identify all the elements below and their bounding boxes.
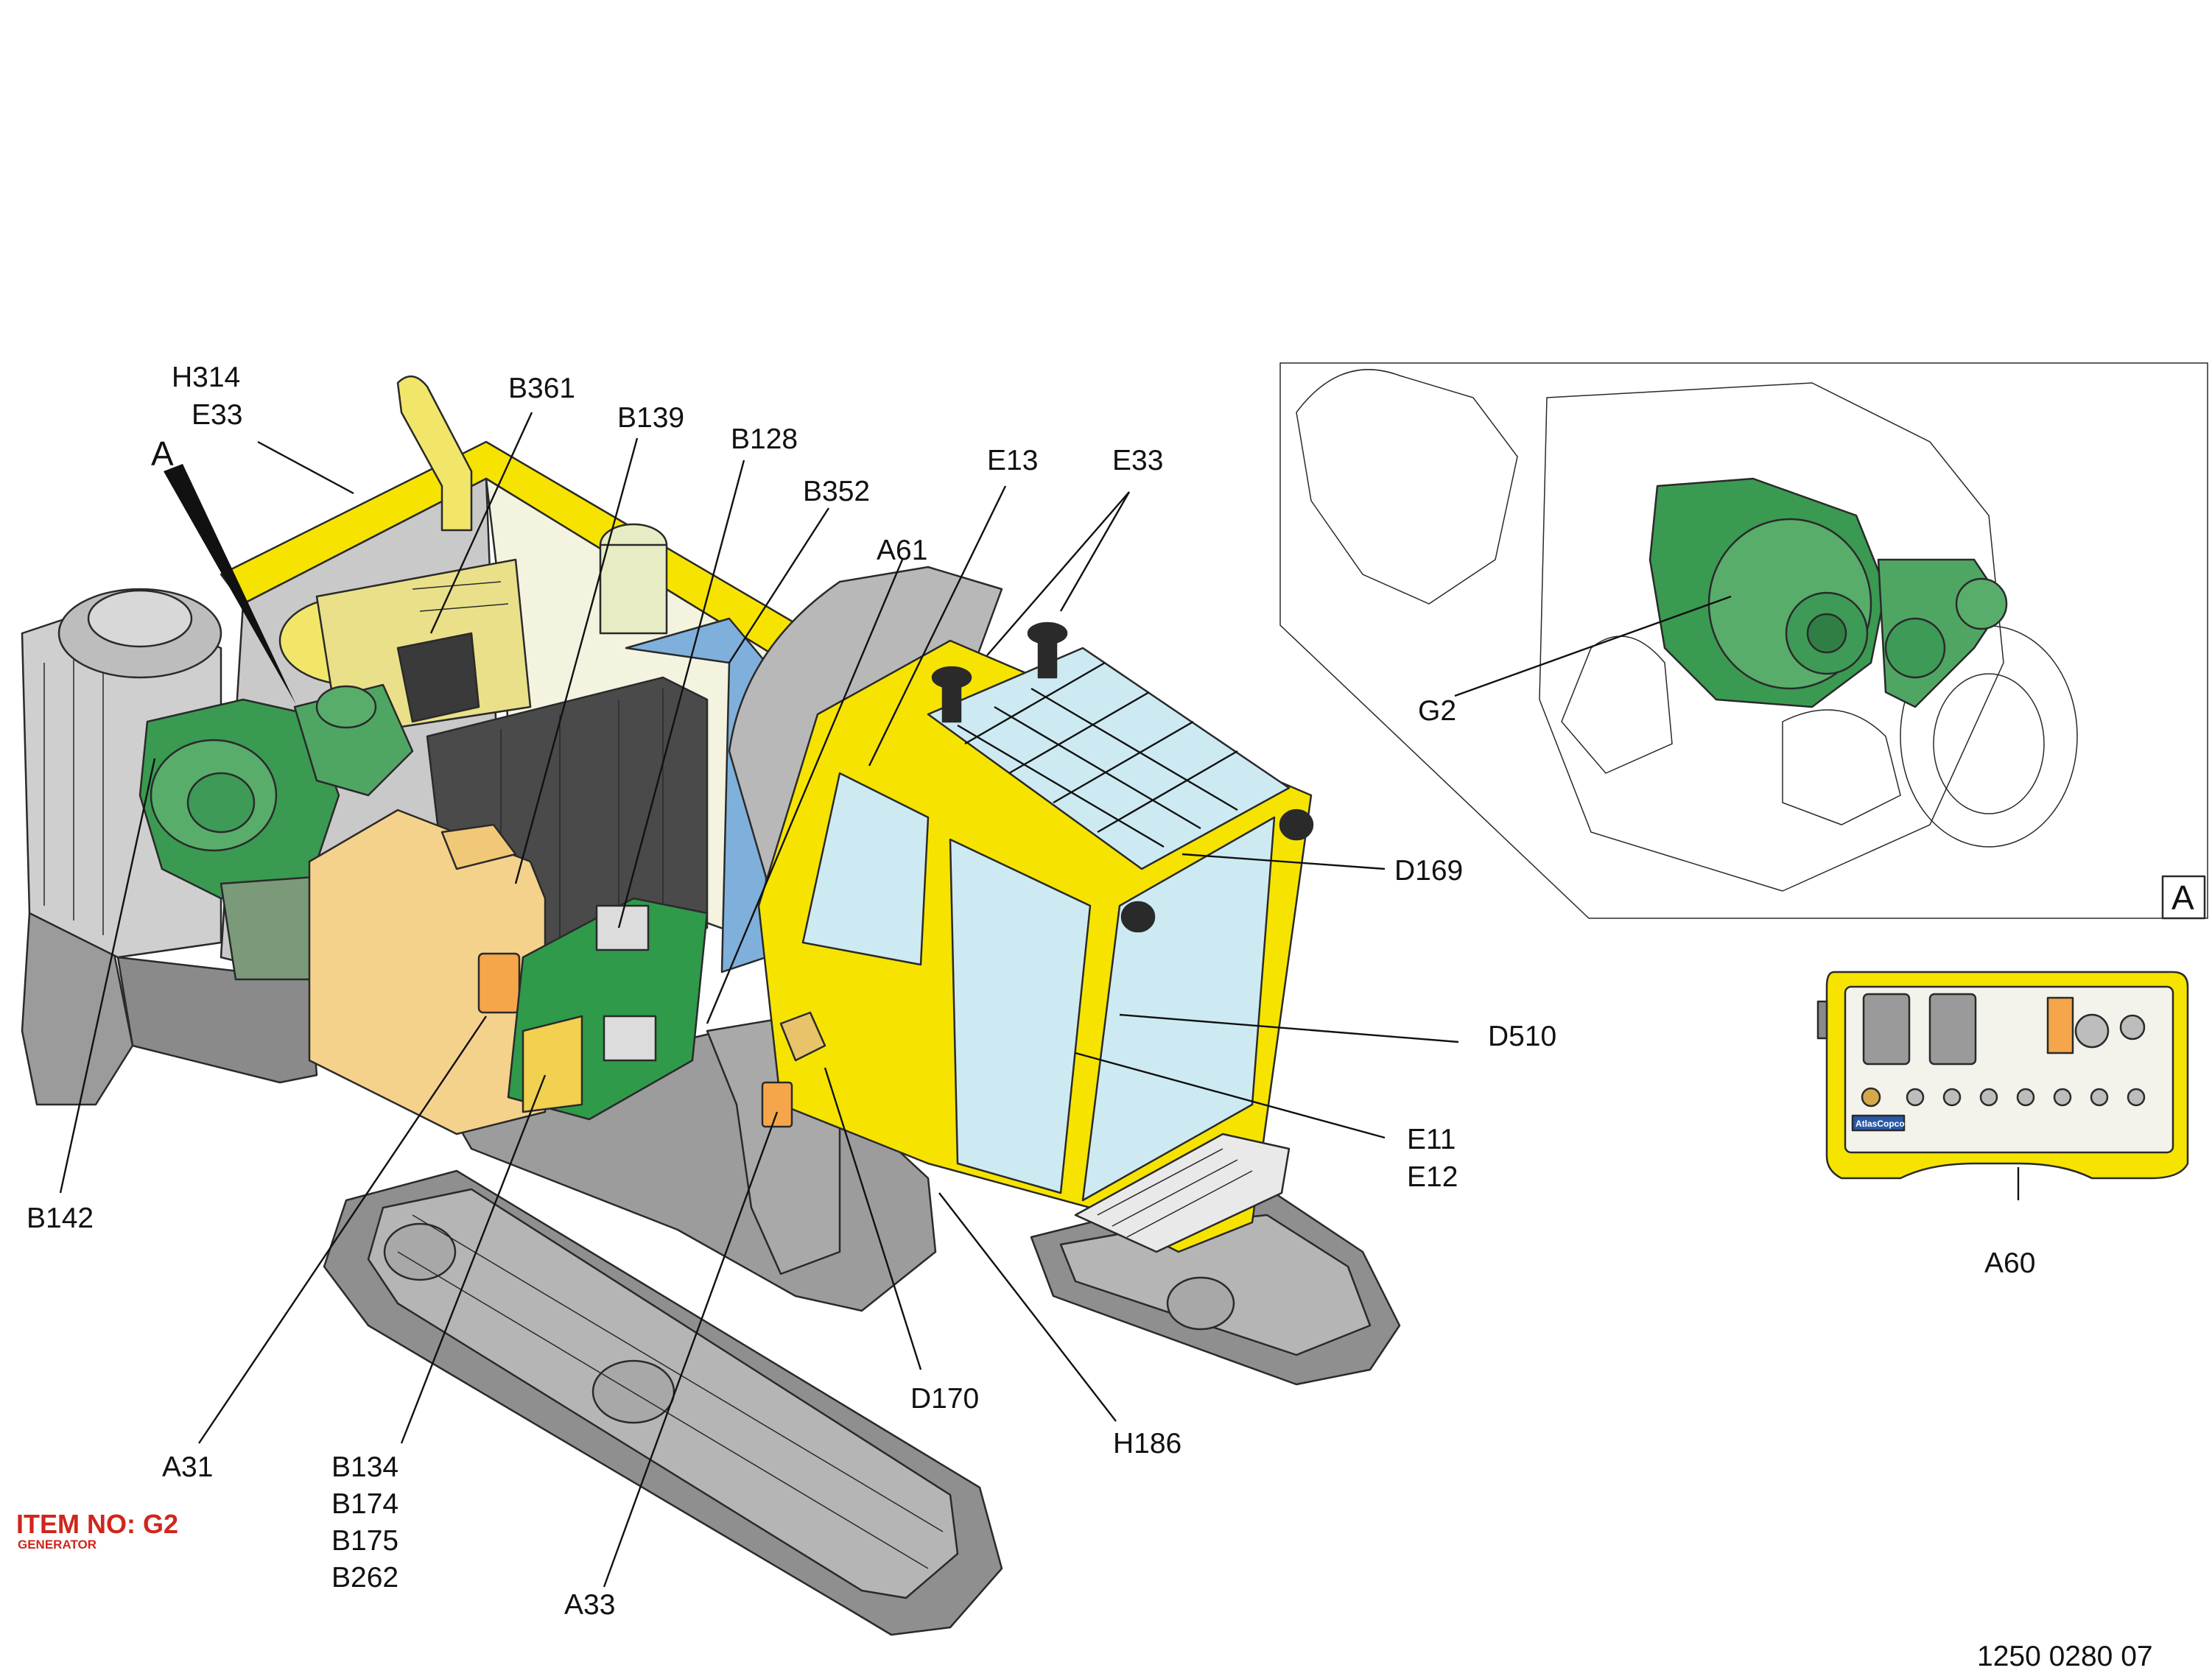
callout-b352: B352 [803,476,870,507]
callout-e12: E12 [1407,1161,1458,1193]
callout-a33: A33 [564,1589,615,1621]
callout-labels: H314 E33 A B361 B139 B128 B352 A61 E13 E… [27,362,2194,1621]
callout-b142: B142 [27,1203,94,1234]
valve-board [507,897,709,1121]
beige-tank [308,809,547,1135]
callout-a31: A31 [162,1451,213,1483]
callout-b139: B139 [617,402,684,434]
left-crawler-track [323,1169,1003,1636]
callout-h186: H186 [1113,1428,1182,1460]
item-name: GENERATOR [18,1538,96,1552]
callout-d169: D169 [1394,855,1463,887]
panel-brand-logo: AtlasCopco [1855,1119,1905,1129]
callout-d170: D170 [910,1383,979,1415]
callout-h314: H314 [172,362,240,393]
callout-e11: E11 [1407,1124,1456,1155]
callout-b175: B175 [331,1525,398,1557]
callout-e33-left: E33 [192,399,242,431]
detail-pointer-arrow [164,464,296,705]
callout-b174: B174 [331,1488,398,1520]
detail-view-a [1279,362,2208,920]
callout-g2: G2 [1418,695,1456,727]
callout-e13: E13 [987,445,1038,476]
callout-a60: A60 [1984,1247,2035,1279]
callout-a61: A61 [877,535,927,566]
callout-b262: B262 [331,1562,398,1594]
callout-a-main: A [151,434,174,473]
operator-cab [728,566,1314,1253]
right-crawler-track [1030,1191,1401,1386]
callout-e33-right: E33 [1112,445,1163,476]
leader-lines [59,412,2020,1588]
callout-b128: B128 [731,423,798,455]
detail-view-label: A [2171,879,2194,917]
document-number: 1250 0280 07 [1977,1641,2153,1672]
callout-b361: B361 [508,373,575,404]
callout-d510: D510 [1488,1021,1556,1052]
item-number: ITEM NO: G2 [16,1509,178,1539]
callout-b134: B134 [331,1451,398,1483]
a60-control-panel: AtlasCopco [1816,971,2189,1180]
